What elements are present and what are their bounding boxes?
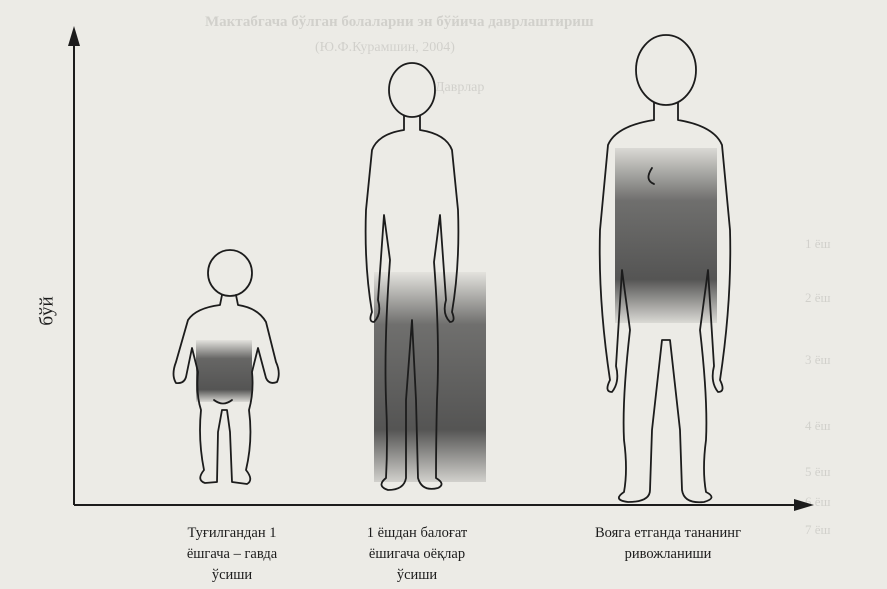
caption-line: ўсиши <box>172 565 292 586</box>
youth-figure-icon <box>366 63 486 490</box>
child-figure-icon <box>174 250 279 484</box>
x-axis-arrow-icon <box>794 499 814 511</box>
x-axis <box>74 499 814 511</box>
caption-youth: 1 ёшдан балоғат ёшигача оёқлар ўсиши <box>352 523 482 586</box>
caption-line: Вояга етганда тананинг <box>568 523 768 544</box>
caption-line: ривожланиши <box>568 544 768 565</box>
y-axis-label: бўй <box>37 296 59 325</box>
y-axis-arrow-icon <box>68 26 80 46</box>
caption-adult: Вояга етганда тананинг ривожланиши <box>568 523 768 565</box>
y-axis <box>68 26 80 505</box>
caption-child: Туғилгандан 1 ёшгача – гавда ўсиши <box>172 523 292 586</box>
caption-line: ўсиши <box>352 565 482 586</box>
caption-line: ёшигача оёқлар <box>352 544 482 565</box>
caption-line: Туғилгандан 1 <box>172 523 292 544</box>
caption-line: 1 ёшдан балоғат <box>352 523 482 544</box>
adult-figure-icon <box>600 35 731 502</box>
caption-line: ёшгача – гавда <box>172 544 292 565</box>
